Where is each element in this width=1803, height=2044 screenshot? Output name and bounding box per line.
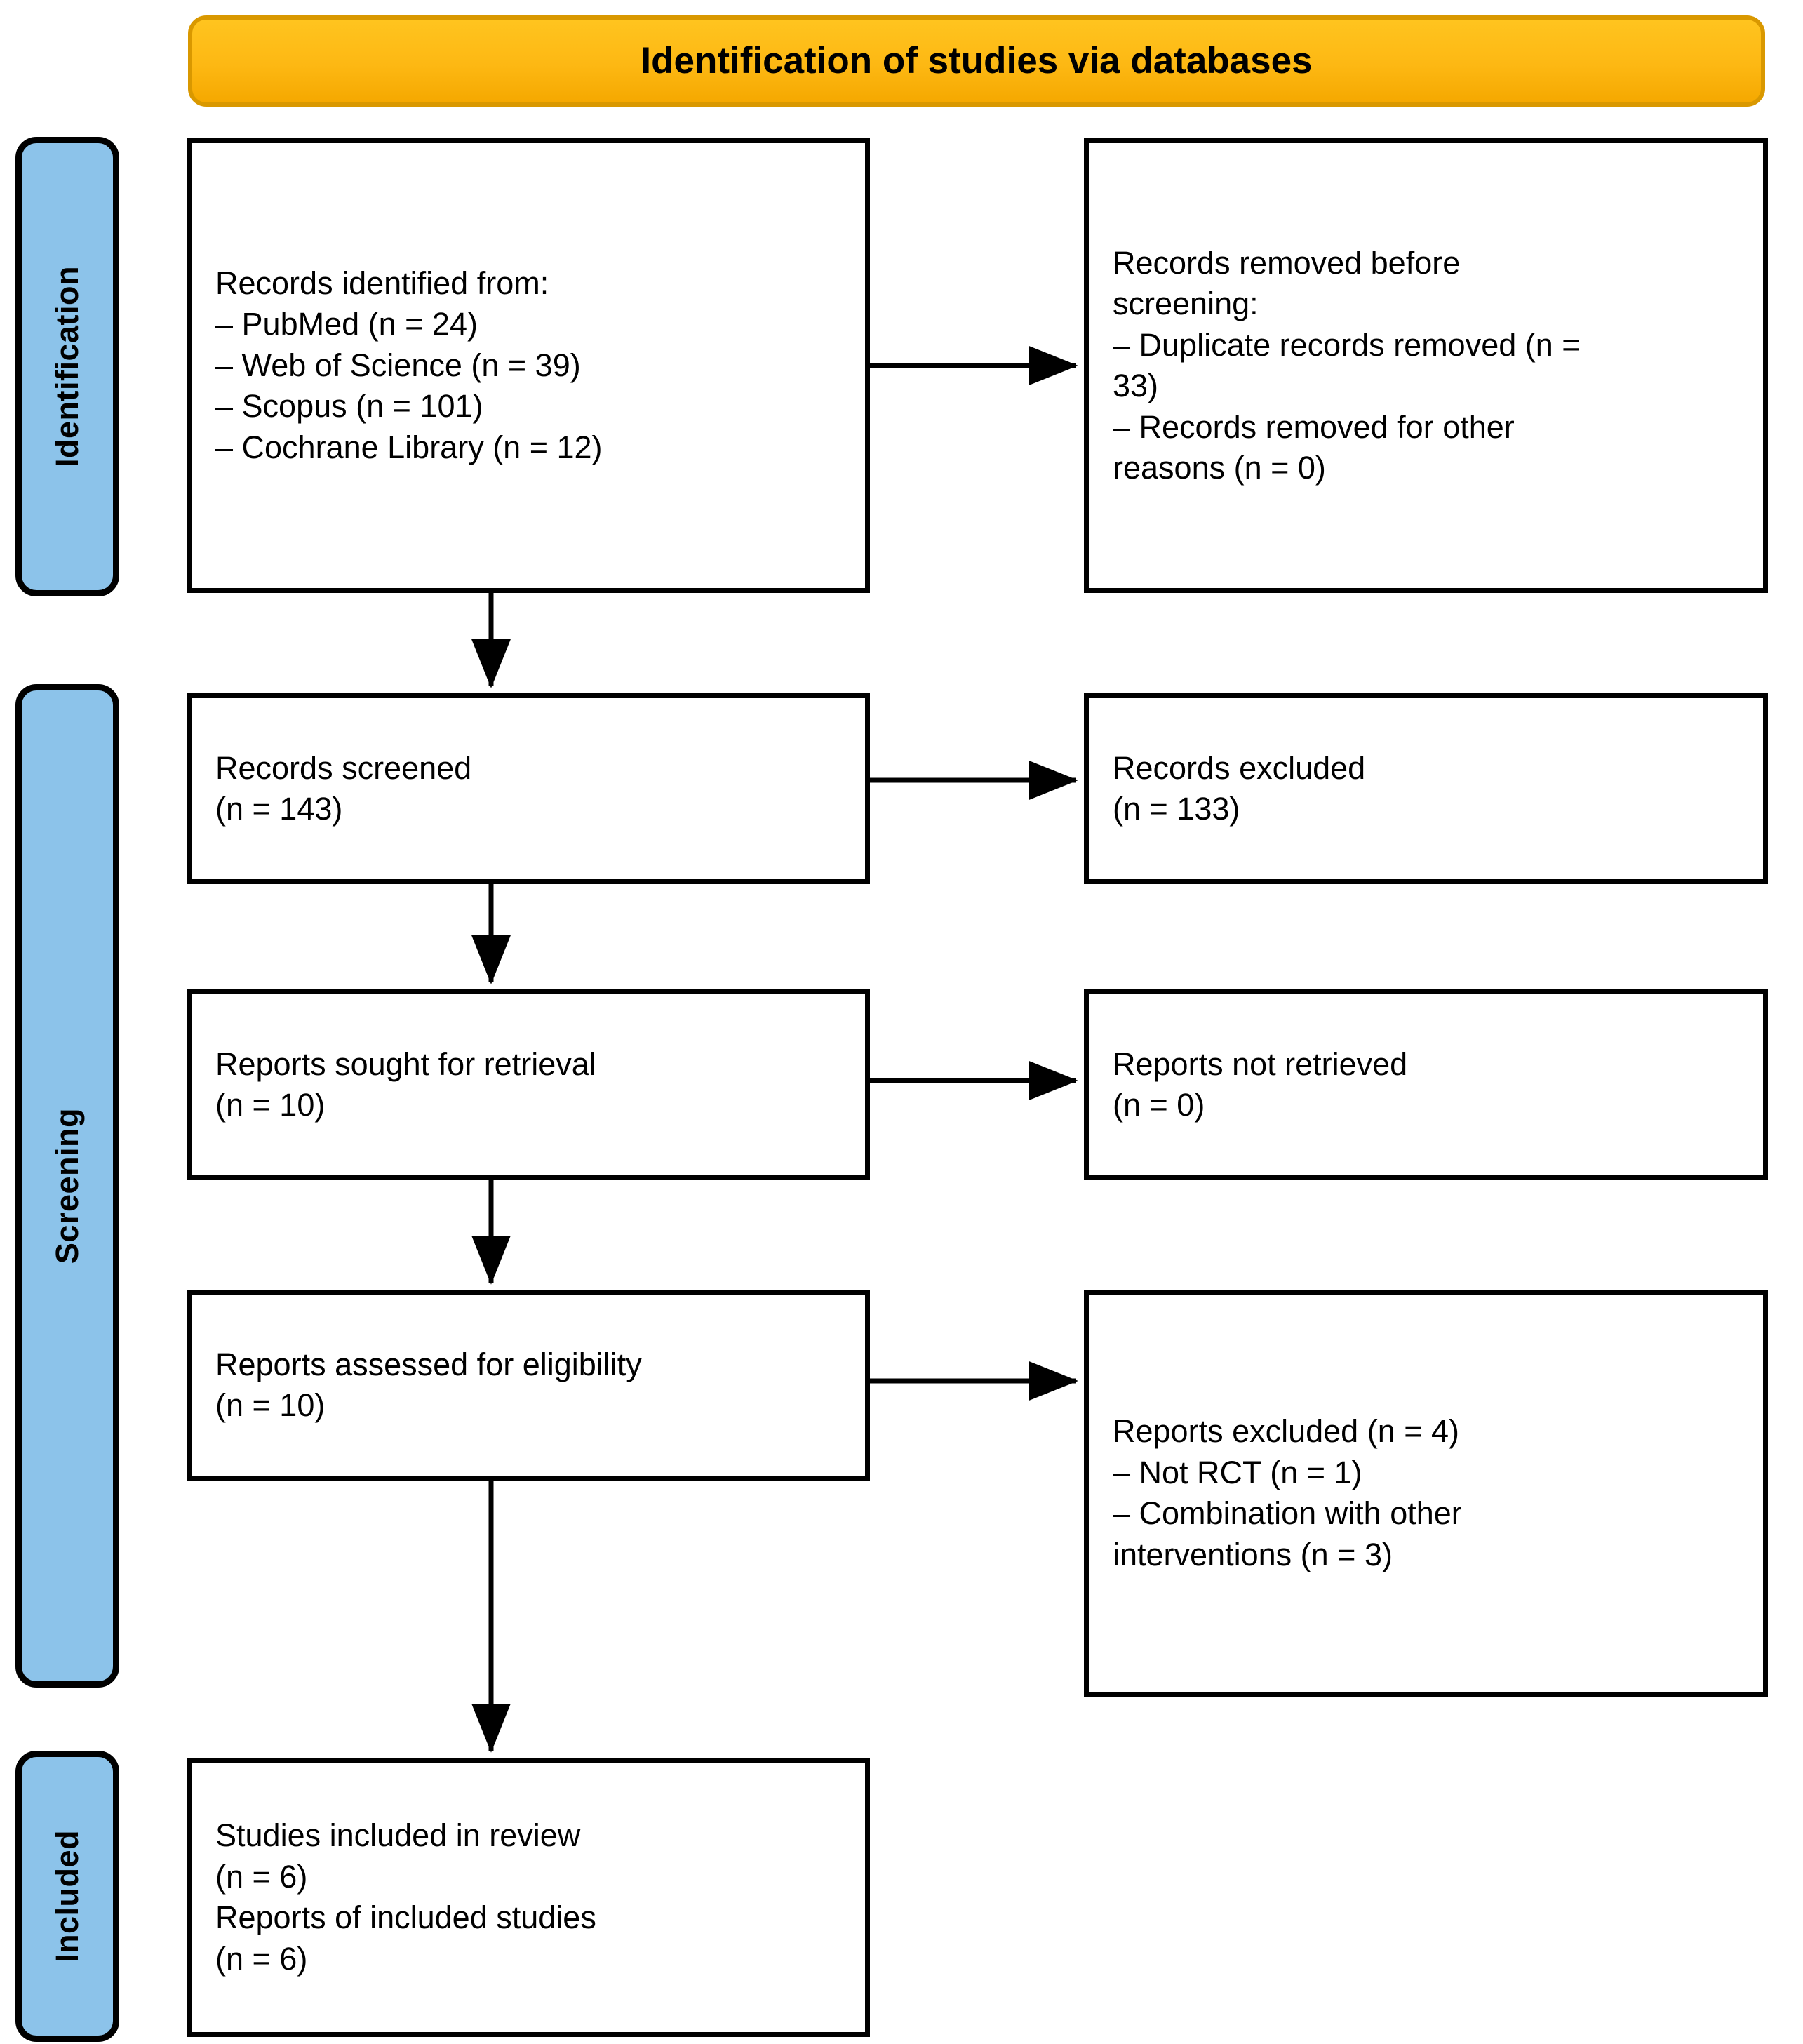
stage-bar-included: Included [15, 1751, 119, 2042]
header-banner: Identification of studies via databases [188, 15, 1765, 107]
reports-excluded-combination-b: interventions (n = 3) [1113, 1536, 1393, 1572]
box-reports-assessed-for-eligibility: Reports assessed for eligibility (n = 10… [187, 1290, 870, 1481]
records-identified-scopus: – Scopus (n = 101) [215, 388, 483, 425]
stage-bar-identification: Identification [15, 137, 119, 596]
box-reports-excluded: Reports excluded (n = 4) – Not RCT (n = … [1084, 1290, 1768, 1697]
reports-assessed-label: Reports assessed for eligibility [215, 1346, 642, 1382]
records-identified-heading: Records identified from: [215, 265, 549, 301]
box-records-excluded: Records excluded (n = 133) [1084, 693, 1768, 884]
reports-sought-count: (n = 10) [215, 1087, 326, 1123]
records-removed-heading-line2: screening: [1113, 283, 1739, 325]
box-reports-not-retrieved: Reports not retrieved (n = 0) [1084, 989, 1768, 1180]
studies-included-label: Studies included in review [215, 1817, 581, 1853]
records-screened-count: (n = 143) [215, 791, 343, 827]
records-removed-heading-line1: Records removed before [1113, 243, 1739, 284]
stage-label-included: Included [49, 1829, 85, 1963]
records-identified-pubmed: – PubMed (n = 24) [215, 306, 478, 342]
reports-excluded-heading: Reports excluded (n = 4) [1113, 1413, 1460, 1449]
stage-label-identification: Identification [49, 266, 85, 467]
records-identified-cochrane: – Cochrane Library (n = 12) [215, 429, 603, 465]
page-title: Identification of studies via databases [641, 39, 1313, 81]
records-screened-label: Records screened [215, 749, 472, 786]
records-excluded-label: Records excluded [1113, 749, 1366, 786]
records-removed-duplicates-b: 33) [1113, 368, 1159, 403]
reports-excluded-not-rct: – Not RCT (n = 1) [1113, 1454, 1362, 1490]
reports-not-retrieved-label: Reports not retrieved [1113, 1046, 1408, 1082]
records-removed-other-b: reasons (n = 0) [1113, 450, 1326, 486]
records-excluded-count: (n = 133) [1113, 791, 1240, 827]
reports-sought-label: Reports sought for retrieval [215, 1046, 596, 1082]
reports-of-included-label: Reports of included studies [215, 1899, 596, 1935]
box-records-removed-before-screening: Records removed before screening: – Dupl… [1084, 138, 1768, 593]
reports-excluded-combination-a: – Combination with other [1113, 1495, 1462, 1531]
records-removed-heading-plain: Records removed [1113, 244, 1371, 281]
reports-assessed-count: (n = 10) [215, 1387, 326, 1423]
box-reports-sought-for-retrieval: Reports sought for retrieval (n = 10) [187, 989, 870, 1180]
records-removed-heading-italic: before [1370, 244, 1461, 281]
reports-of-included-count: (n = 6) [215, 1940, 308, 1977]
records-removed-heading-italic2: screening [1113, 286, 1250, 321]
studies-included-count: (n = 6) [215, 1858, 308, 1895]
records-identified-web-of-science: – Web of Science (n = 39) [215, 347, 581, 383]
stage-label-screening: Screening [49, 1107, 85, 1264]
box-studies-included: Studies included in review (n = 6) Repor… [187, 1758, 870, 2037]
records-removed-other-a: – Records removed for other [1113, 408, 1515, 445]
box-records-identified: Records identified from: – PubMed (n = 2… [187, 138, 870, 593]
records-removed-heading-colon: : [1249, 286, 1259, 321]
box-records-screened: Records screened (n = 143) [187, 693, 870, 884]
records-removed-duplicates-a: – Duplicate records removed (n = [1113, 326, 1581, 363]
reports-not-retrieved-count: (n = 0) [1113, 1087, 1205, 1123]
stage-bar-screening: Screening [15, 684, 119, 1688]
